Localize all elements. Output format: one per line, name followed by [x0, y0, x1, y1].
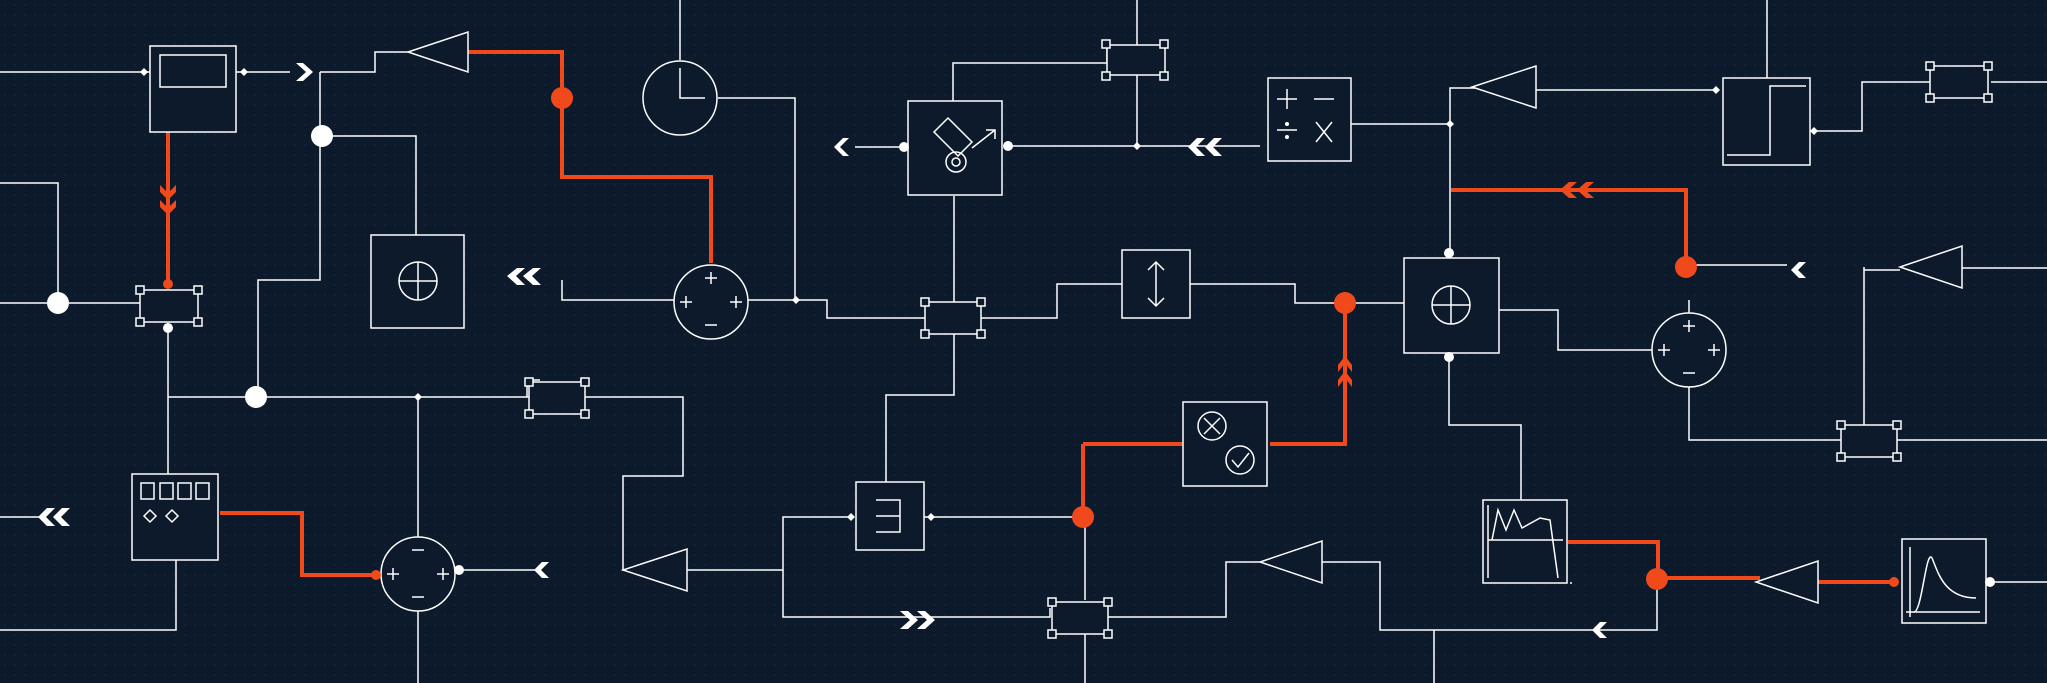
- bus-icon[interactable]: [1047, 597, 1113, 639]
- junction-dot-icon: [847, 513, 855, 521]
- junction-dot-icon: [1712, 86, 1720, 94]
- junction-dot-icon: [1072, 506, 1094, 528]
- chevron-flow-icon: [1592, 622, 1607, 638]
- gain-icon[interactable]: [1753, 559, 1819, 605]
- gain-icon[interactable]: [1469, 64, 1537, 110]
- highlighted-wires: [166, 50, 1894, 584]
- junction-dot-icon: [1810, 127, 1818, 135]
- junction-dot-icon: [1003, 141, 1013, 151]
- gain-icon[interactable]: [1897, 244, 1963, 290]
- junction-dot-icon: [371, 570, 381, 580]
- junction-dot-icon: [1334, 292, 1356, 314]
- chevron-flow-icon: [1338, 356, 1352, 387]
- junction-dot-icon: [1675, 256, 1697, 278]
- junction-dot-icon: [311, 125, 333, 147]
- switch-icon[interactable]: [1121, 249, 1191, 319]
- junction-dot-icon: [454, 565, 464, 575]
- chevron-flow-icon: [160, 185, 176, 215]
- transfer-response-icon[interactable]: [1901, 538, 1987, 624]
- chevron-flow-icon: [296, 63, 313, 81]
- chevron-flow-icon: [38, 508, 70, 526]
- step-icon[interactable]: [1722, 77, 1811, 166]
- junction-dot-icon: [414, 393, 422, 401]
- junction-dot-icon: [792, 296, 800, 304]
- junction-dot-icon: [1646, 568, 1668, 590]
- motor-icon[interactable]: [907, 100, 1003, 196]
- junction-dot-icon: [1985, 577, 1995, 587]
- junction-dot-icon: [163, 323, 173, 333]
- junction-dot-icon: [927, 513, 935, 521]
- junction-dot-icon: [899, 142, 909, 152]
- flow-chevrons: [38, 63, 1806, 638]
- sum-icon[interactable]: [673, 264, 749, 340]
- gain-icon[interactable]: [1257, 539, 1323, 585]
- junction-dot-icon: [1889, 577, 1899, 587]
- bus-icon[interactable]: [1101, 39, 1169, 81]
- junction-dot-icon: [47, 292, 69, 314]
- chevron-flow-icon: [534, 562, 549, 578]
- junction-dot-icon: [551, 87, 573, 109]
- scope-icon[interactable]: [149, 45, 237, 133]
- junction-dot-icon: [1133, 142, 1141, 150]
- sum-icon[interactable]: [1651, 312, 1727, 388]
- gain-icon[interactable]: [405, 30, 469, 74]
- chevron-flow-icon: [1791, 262, 1806, 278]
- gain-icon[interactable]: [620, 547, 688, 593]
- chevron-flow-icon: [507, 268, 541, 285]
- bus-icon[interactable]: [1836, 420, 1902, 462]
- sum-icon[interactable]: [380, 536, 456, 612]
- junction-dot-icon: [240, 68, 248, 76]
- signal-plot-icon[interactable]: [1482, 499, 1568, 584]
- sum-icon[interactable]: [1403, 257, 1500, 354]
- junction-dot-icon: [163, 279, 173, 289]
- bus-icon[interactable]: [135, 285, 203, 327]
- bus-icon[interactable]: [920, 297, 986, 339]
- junction-dots: [47, 68, 1995, 590]
- math-operations-icon[interactable]: [1267, 77, 1352, 162]
- merge-check-icon[interactable]: [1182, 401, 1268, 487]
- multiport-switch-icon[interactable]: [131, 473, 219, 561]
- junction-dot-icon: [1444, 248, 1454, 258]
- junction-dot-icon: [1444, 352, 1454, 362]
- chevron-flow-icon: [1188, 138, 1222, 156]
- clock-icon[interactable]: [642, 60, 718, 136]
- junction-dot-icon: [140, 68, 148, 76]
- chevron-flow-icon: [834, 138, 849, 156]
- bus-icon[interactable]: [1925, 61, 1993, 103]
- junction-dot-icon: [245, 386, 267, 408]
- sum-icon[interactable]: [370, 234, 465, 329]
- chevron-flow-icon: [1560, 182, 1594, 198]
- saturation-icon[interactable]: [855, 481, 925, 551]
- junction-dot-icon: [1446, 120, 1454, 128]
- bus-icon[interactable]: [524, 377, 590, 419]
- chevron-flow-icon: [900, 611, 935, 629]
